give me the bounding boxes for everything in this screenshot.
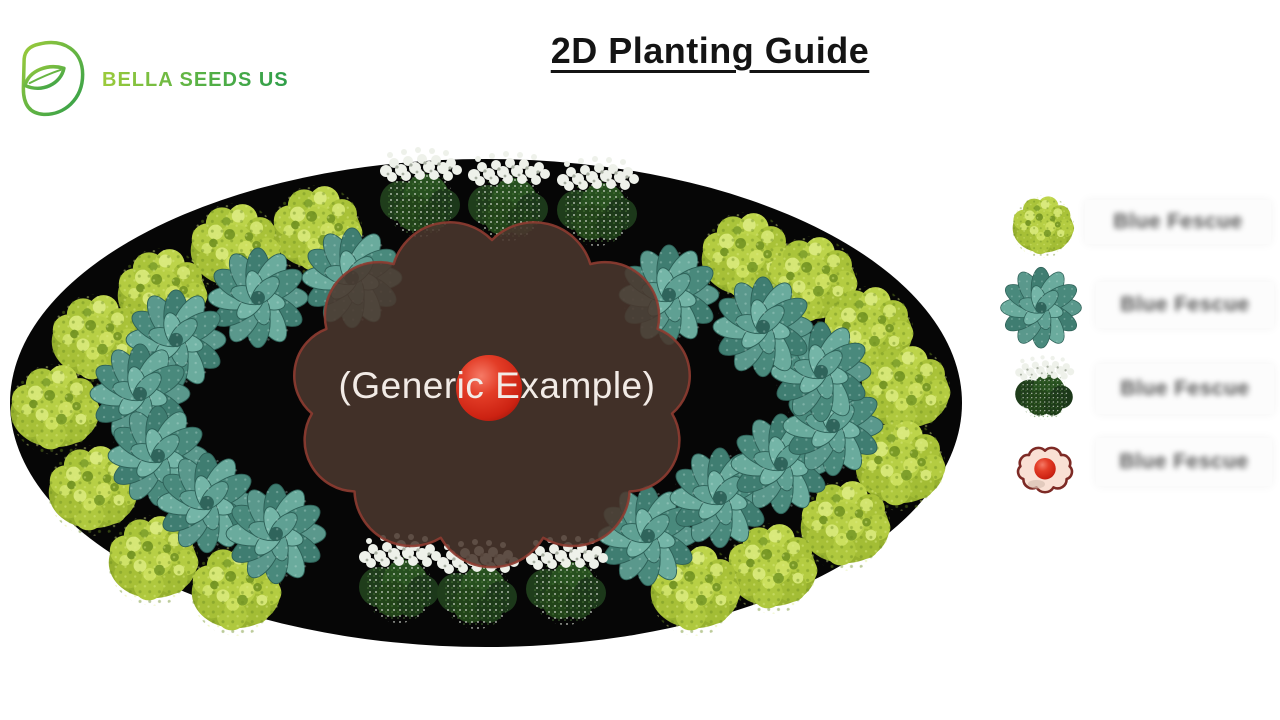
legend-label: Blue Fescue: [1120, 377, 1250, 400]
hosta-plant: [770, 321, 872, 423]
chartreuse-plant: [116, 248, 208, 339]
brand-logo: BELLA SEEDS US: [14, 34, 289, 126]
hosta-plant: [669, 447, 771, 549]
whitebush-plant: [380, 147, 462, 237]
whitebush-plant: [437, 539, 519, 629]
chartreuse-plant: [799, 480, 891, 571]
chartreuse-plant: [189, 203, 281, 294]
tree-canopy-marker-icon: [1002, 424, 1088, 510]
legend-label-strip: Blue Fescue: [1096, 364, 1274, 414]
hosta-plant: [730, 413, 832, 515]
legend-label-strip: Blue Fescue: [1096, 282, 1274, 328]
chartreuse-plant: [50, 294, 142, 385]
hosta-plant: [156, 452, 258, 554]
hosta-plant: [225, 483, 327, 585]
chartreuse-plant: [271, 185, 363, 276]
whitebush-plant: [526, 535, 608, 625]
hosta-plant: [301, 227, 403, 329]
legend-label-strip: Blue Fescue: [1096, 438, 1272, 486]
page-title: 2D Planting Guide: [550, 30, 870, 71]
planting-bed-ellipse: [10, 159, 962, 647]
center-marker: [456, 355, 522, 421]
legend-label: Blue Fescue: [1119, 450, 1249, 473]
chartreuse-plant: [700, 212, 792, 303]
chartreuse-plant-icon: [1006, 186, 1080, 260]
legend-label-strip: Blue Fescue: [1085, 200, 1271, 244]
chartreuse-plant: [9, 364, 101, 455]
hosta-plant: [107, 405, 209, 507]
hosta-plant: [125, 289, 227, 391]
chartreuse-plant: [859, 345, 951, 436]
chartreuse-plant: [822, 286, 914, 377]
center-label: (Generic Example): [339, 365, 656, 406]
leaf-monogram-icon: [21, 40, 85, 117]
chartreuse-plant: [854, 420, 946, 511]
chartreuse-plant: [766, 236, 858, 327]
chartreuse-plant: [47, 445, 139, 536]
hosta-plant: [207, 247, 309, 349]
hosta-plant: [89, 343, 191, 445]
plants-layer: [9, 147, 951, 636]
hosta-plant: [618, 244, 720, 346]
whitebush-plant: [468, 151, 550, 241]
blue-hosta-plant-icon: [994, 256, 1088, 350]
chartreuse-plant: [726, 523, 818, 614]
hosta-plant: [782, 375, 884, 477]
whitebush-plant: [359, 533, 441, 623]
hosta-plant: [712, 276, 814, 378]
chartreuse-plant: [649, 545, 741, 636]
chartreuse-plant: [107, 515, 199, 606]
chartreuse-plant: [190, 545, 282, 636]
legend-label: Blue Fescue: [1120, 293, 1250, 316]
canopy-shape: [293, 221, 691, 569]
hosta-plant: [597, 485, 699, 587]
brand-text: BELLA SEEDS US: [102, 68, 289, 91]
legend-label: Blue Fescue: [1113, 210, 1243, 233]
whitebush-plant: [557, 156, 639, 246]
white-flower-bush-icon: [1008, 348, 1080, 420]
